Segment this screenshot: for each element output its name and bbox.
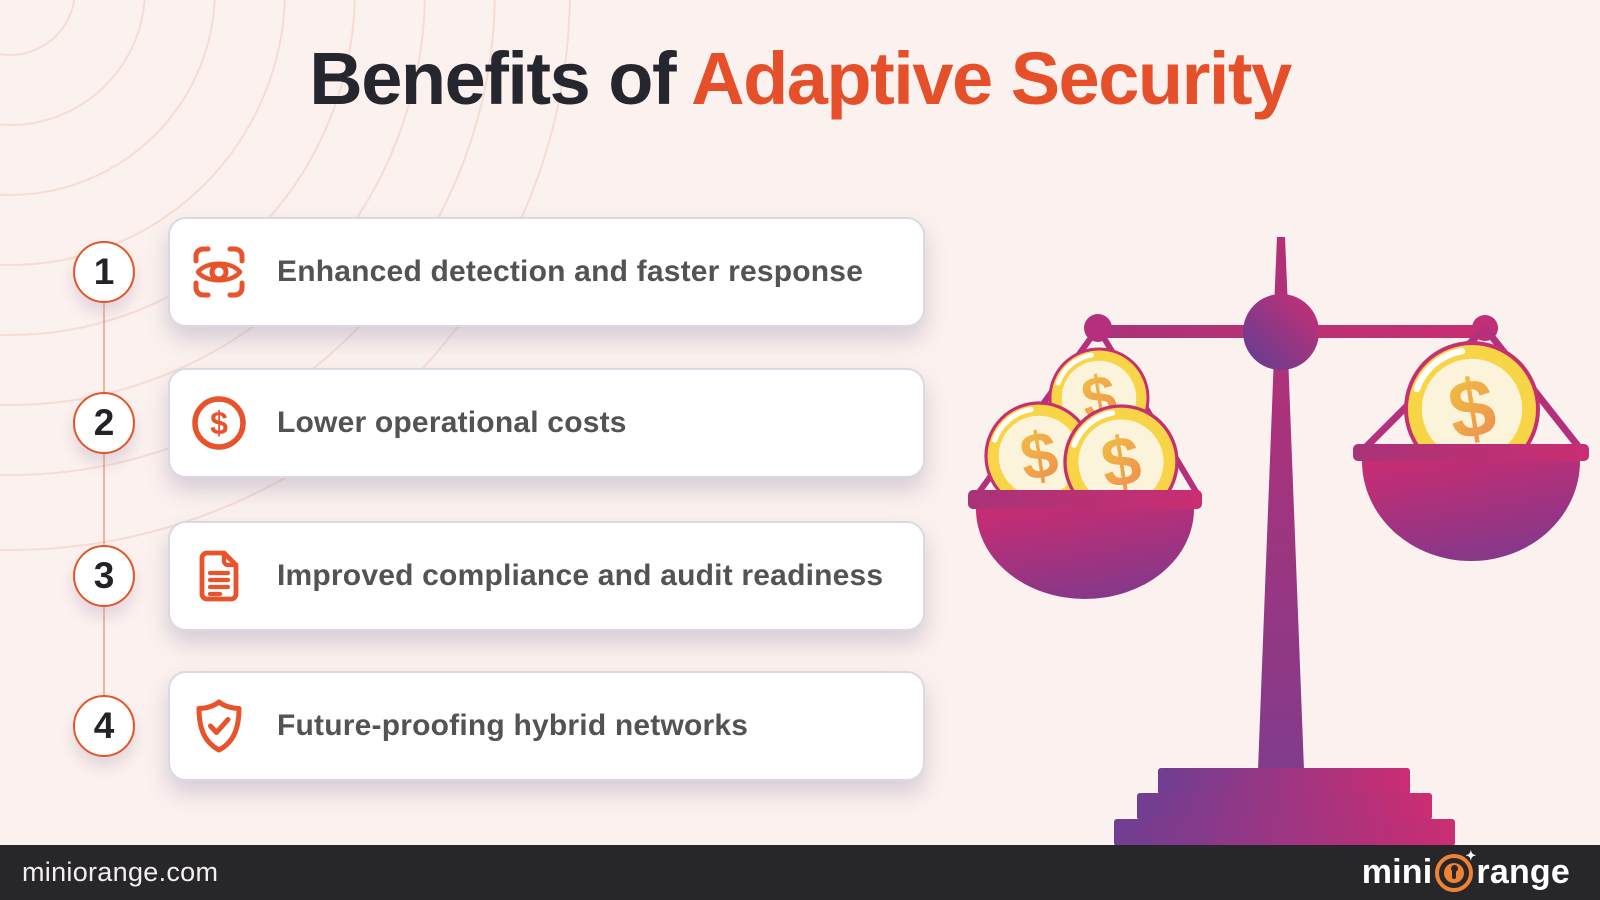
benefit-label: Lower operational costs <box>277 406 627 439</box>
step-number-3: 3 <box>73 545 135 607</box>
scan-eye-icon <box>189 242 249 302</box>
background-arcs-decoration <box>0 0 571 551</box>
footer-bar: miniorange.com mini ✦ range <box>0 845 1600 900</box>
step-number-2: 2 <box>73 392 135 454</box>
scale-right-pan <box>1353 325 1589 561</box>
miniorange-keyhole-icon: ✦ <box>1435 849 1476 892</box>
timeline-connector-line <box>103 300 105 696</box>
brand-text-pre: mini <box>1361 853 1433 891</box>
scale-hub <box>1243 294 1319 370</box>
benefit-label: Improved compliance and audit readiness <box>277 559 884 592</box>
step-number-1: 1 <box>73 241 135 303</box>
shield-check-icon <box>189 696 249 756</box>
title-prefix: Benefits of <box>309 37 676 120</box>
step-number-3-label: 3 <box>93 555 115 596</box>
scale-left-pan <box>968 326 1202 599</box>
scale-base <box>1114 768 1455 846</box>
step-number-4: 4 <box>73 695 135 757</box>
balance-scale-illustration: $ <box>968 237 1589 846</box>
benefit-card-4: Future-proofing hybrid networks <box>168 671 925 781</box>
dollar-circle-icon: $ <box>189 393 249 453</box>
benefit-card-2: $ Lower operational costs <box>168 368 925 478</box>
brand-text-post: range <box>1476 853 1570 891</box>
step-number-1-label: 1 <box>93 251 115 292</box>
benefit-label: Enhanced detection and faster response <box>277 255 864 288</box>
step-number-2-label: 2 <box>93 402 115 443</box>
benefit-label: Future-proofing hybrid networks <box>277 709 749 742</box>
benefit-card-3: Improved compliance and audit readiness <box>168 521 925 631</box>
step-number-4-label: 4 <box>93 705 115 746</box>
spark-icon: ✦ <box>1465 847 1477 863</box>
benefit-card-1: Enhanced detection and faster response <box>168 217 925 327</box>
scale-pillar <box>1258 355 1304 770</box>
footer-website: miniorange.com <box>22 857 219 887</box>
document-icon <box>189 546 249 606</box>
svg-text:$: $ <box>210 405 228 441</box>
title-highlight: Adaptive Security <box>691 37 1292 120</box>
miniorange-logo: mini ✦ range <box>1361 849 1570 892</box>
